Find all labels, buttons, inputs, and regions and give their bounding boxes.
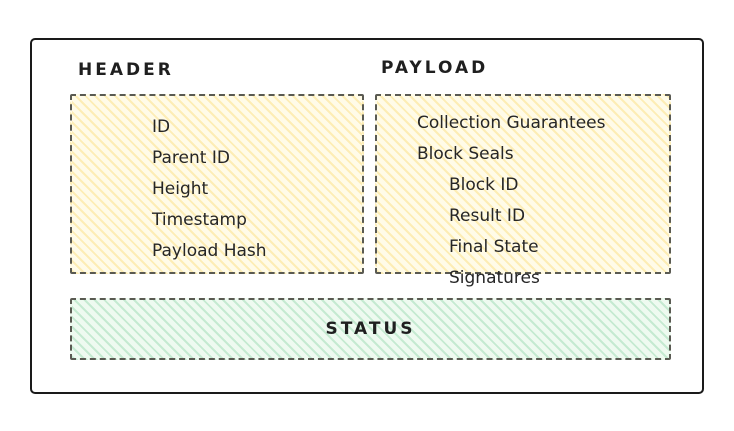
payload-subfield: Result ID [449,206,526,226]
header-field: Height [152,179,209,199]
payload-field: Block Seals [417,144,514,164]
header-field-list: ID Parent ID Height Timestamp Payload Ha… [72,96,362,267]
header-field: ID [152,117,171,137]
payload-fields-box: Collection Guarantees Block Seals Block … [375,94,671,288]
header-field: Payload Hash [152,241,267,261]
payload-section-title: PAYLOAD [381,58,489,78]
header-section-title: HEADER [78,60,174,80]
payload-subfield: Block ID [449,175,519,195]
payload-subfield: Signatures [449,268,540,288]
payload-field: Collection Guarantees [417,113,606,133]
block-outline: HEADER PAYLOAD ID Parent ID Height Times… [30,38,704,394]
payload-field-list: Collection Guarantees Block Seals Block … [377,96,669,294]
header-fields-box: ID Parent ID Height Timestamp Payload Ha… [70,94,364,274]
status-box: STATUS [70,298,671,360]
header-field: Parent ID [152,148,230,168]
header-field: Timestamp [152,210,247,230]
payload-subfield: Final State [449,237,539,257]
status-label: STATUS [325,319,416,339]
